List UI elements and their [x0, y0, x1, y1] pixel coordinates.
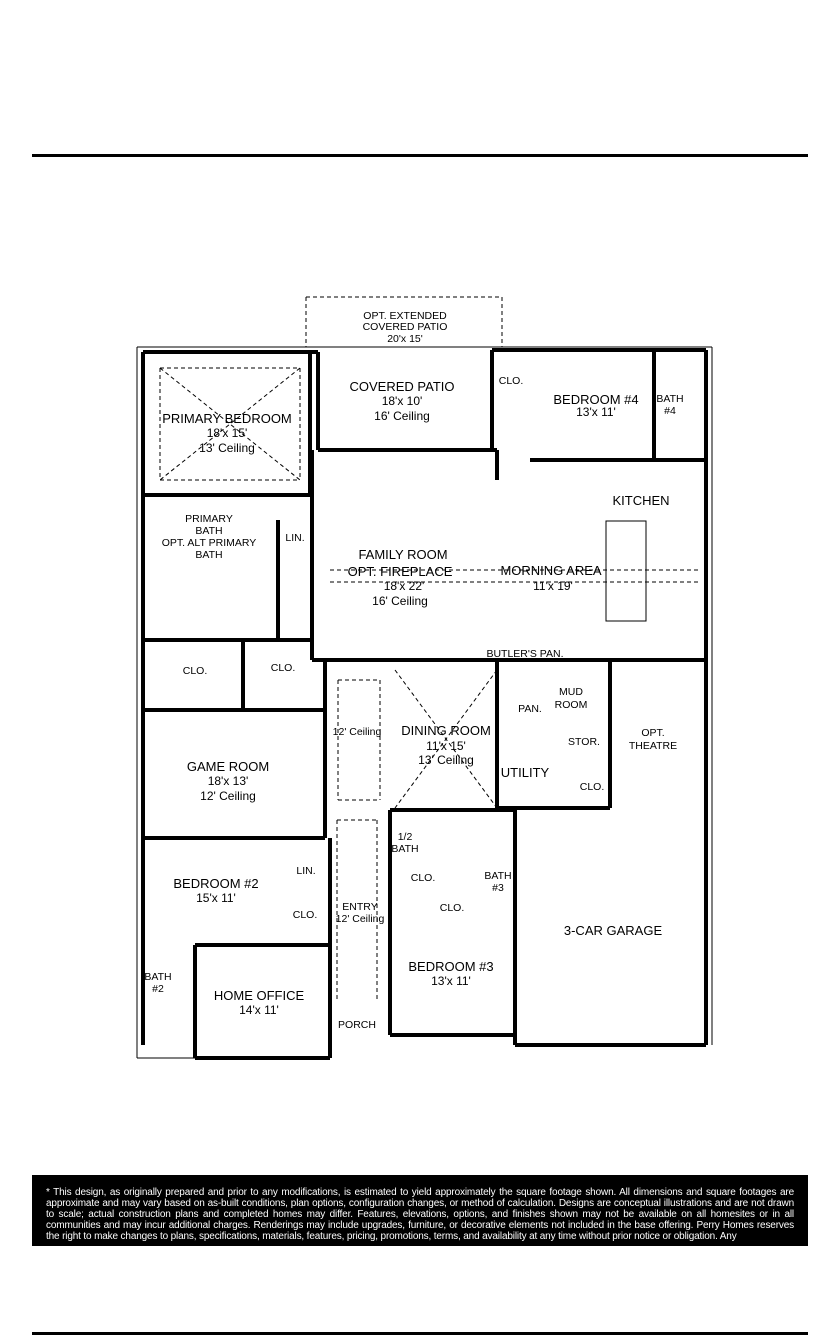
butlers-pantry-label: BUTLER'S PAN. — [486, 648, 563, 660]
primary-closet-label: CLO. — [271, 662, 296, 674]
opt-theatre-label: THEATRE — [629, 740, 677, 752]
bath2-label: #2 — [152, 983, 164, 995]
family-room-size: 18'x 22' — [384, 579, 425, 593]
primary-closet-label: CLO. — [183, 665, 208, 677]
covered-patio-label: COVERED PATIO — [350, 379, 455, 394]
primary-bedroom-ceiling: 13' Ceiling — [199, 441, 255, 455]
garage-label: 3-CAR GARAGE — [564, 923, 663, 938]
gallery-ceiling-label: 12' Ceiling — [333, 726, 382, 738]
half-bath-label: BATH — [391, 843, 418, 855]
home-office-label: HOME OFFICE — [214, 988, 305, 1003]
game-room-size: 18'x 13' — [208, 774, 249, 788]
half-bath-label: 1/2 — [398, 831, 413, 843]
ceiling-line — [394, 669, 498, 809]
bath4-label: BATH — [656, 393, 683, 405]
entry-ceiling: 12' Ceiling — [336, 913, 385, 925]
opt-patio-label: OPT. EXTENDED — [363, 310, 447, 322]
bedroom4-closet-label: CLO. — [499, 375, 524, 387]
morning-area-size: 11'x 19' — [533, 579, 573, 593]
bedroom3-label: BEDROOM #3 — [408, 959, 493, 974]
family-room-ceiling: 16' Ceiling — [372, 594, 428, 608]
bedroom2-linen-label: LIN. — [296, 865, 315, 877]
family-room-label: FAMILY ROOM — [358, 547, 447, 562]
top-rule — [32, 154, 808, 157]
porch-label: PORCH — [338, 1019, 376, 1031]
primary-bath-label: BATH — [195, 525, 222, 537]
opt-patio-size: 20'x 15' — [387, 333, 423, 345]
morning-area-label: MORNING AREA — [500, 563, 601, 578]
ceiling-line — [159, 367, 301, 481]
bedroom2-size: 15'x 11' — [196, 891, 236, 905]
primary-bath-label: PRIMARY — [185, 513, 233, 525]
covered-patio-size: 18'x 10' — [382, 394, 423, 408]
bedroom2-label: BEDROOM #2 — [173, 876, 258, 891]
mud-closet-label: CLO. — [580, 781, 605, 793]
primary-bedroom-size: 18'x 15' — [207, 426, 248, 440]
bath3-label: BATH — [484, 870, 511, 882]
dining-room-label: DINING ROOM — [401, 723, 491, 738]
dining-room-ceiling: 13' Ceiling — [418, 753, 474, 767]
bath4-label: #4 — [664, 405, 676, 417]
pantry-label: PAN. — [518, 703, 542, 715]
primary-bath-label: BATH — [195, 549, 222, 561]
primary-bedroom-label: PRIMARY BEDROOM — [162, 411, 292, 426]
bottom-rule — [32, 1332, 808, 1335]
mud-room-label: MUD — [559, 686, 583, 698]
dining-room-size: 11'x 15' — [426, 739, 466, 753]
bath2-label: BATH — [144, 971, 171, 983]
room-labels: OPT. EXTENDED COVERED PATIO 20'x 15' COV… — [144, 310, 683, 1031]
primary-bath-label: OPT. ALT PRIMARY — [162, 537, 257, 549]
opt-theatre-label: OPT. — [641, 727, 664, 739]
bedroom2-closet-label: CLO. — [293, 909, 318, 921]
mud-room-label: ROOM — [555, 699, 588, 711]
utility-label: UTILITY — [501, 765, 550, 780]
bedroom3-size: 13'x 11' — [431, 974, 471, 988]
bedroom4-size: 13'x 11' — [576, 405, 616, 419]
game-room-label: GAME ROOM — [187, 759, 269, 774]
ceiling-line — [159, 367, 301, 481]
disclaimer-box: * This design, as originally prepared an… — [32, 1175, 808, 1246]
kitchen-island — [605, 520, 647, 622]
covered-patio-ceiling: 16' Ceiling — [374, 409, 430, 423]
opt-patio-label: COVERED PATIO — [363, 321, 448, 333]
bath3-closet-label: CLO. — [411, 872, 436, 884]
entry-label: ENTRY — [342, 901, 377, 913]
storage-label: STOR. — [568, 736, 600, 748]
walls — [136, 296, 713, 1060]
bath3-label: #3 — [492, 882, 504, 894]
kitchen-label: KITCHEN — [612, 493, 669, 508]
bedroom3-closet-label: CLO. — [440, 902, 465, 914]
fireplace-option-label: OPT. FIREPLACE — [348, 564, 453, 579]
disclaimer-text: * This design, as originally prepared an… — [46, 1187, 794, 1242]
bedroom4-label: BEDROOM #4 — [553, 392, 638, 407]
home-office-size: 14'x 11' — [239, 1003, 279, 1017]
primary-linen-label: LIN. — [285, 532, 304, 544]
game-room-ceiling: 12' Ceiling — [200, 789, 256, 803]
